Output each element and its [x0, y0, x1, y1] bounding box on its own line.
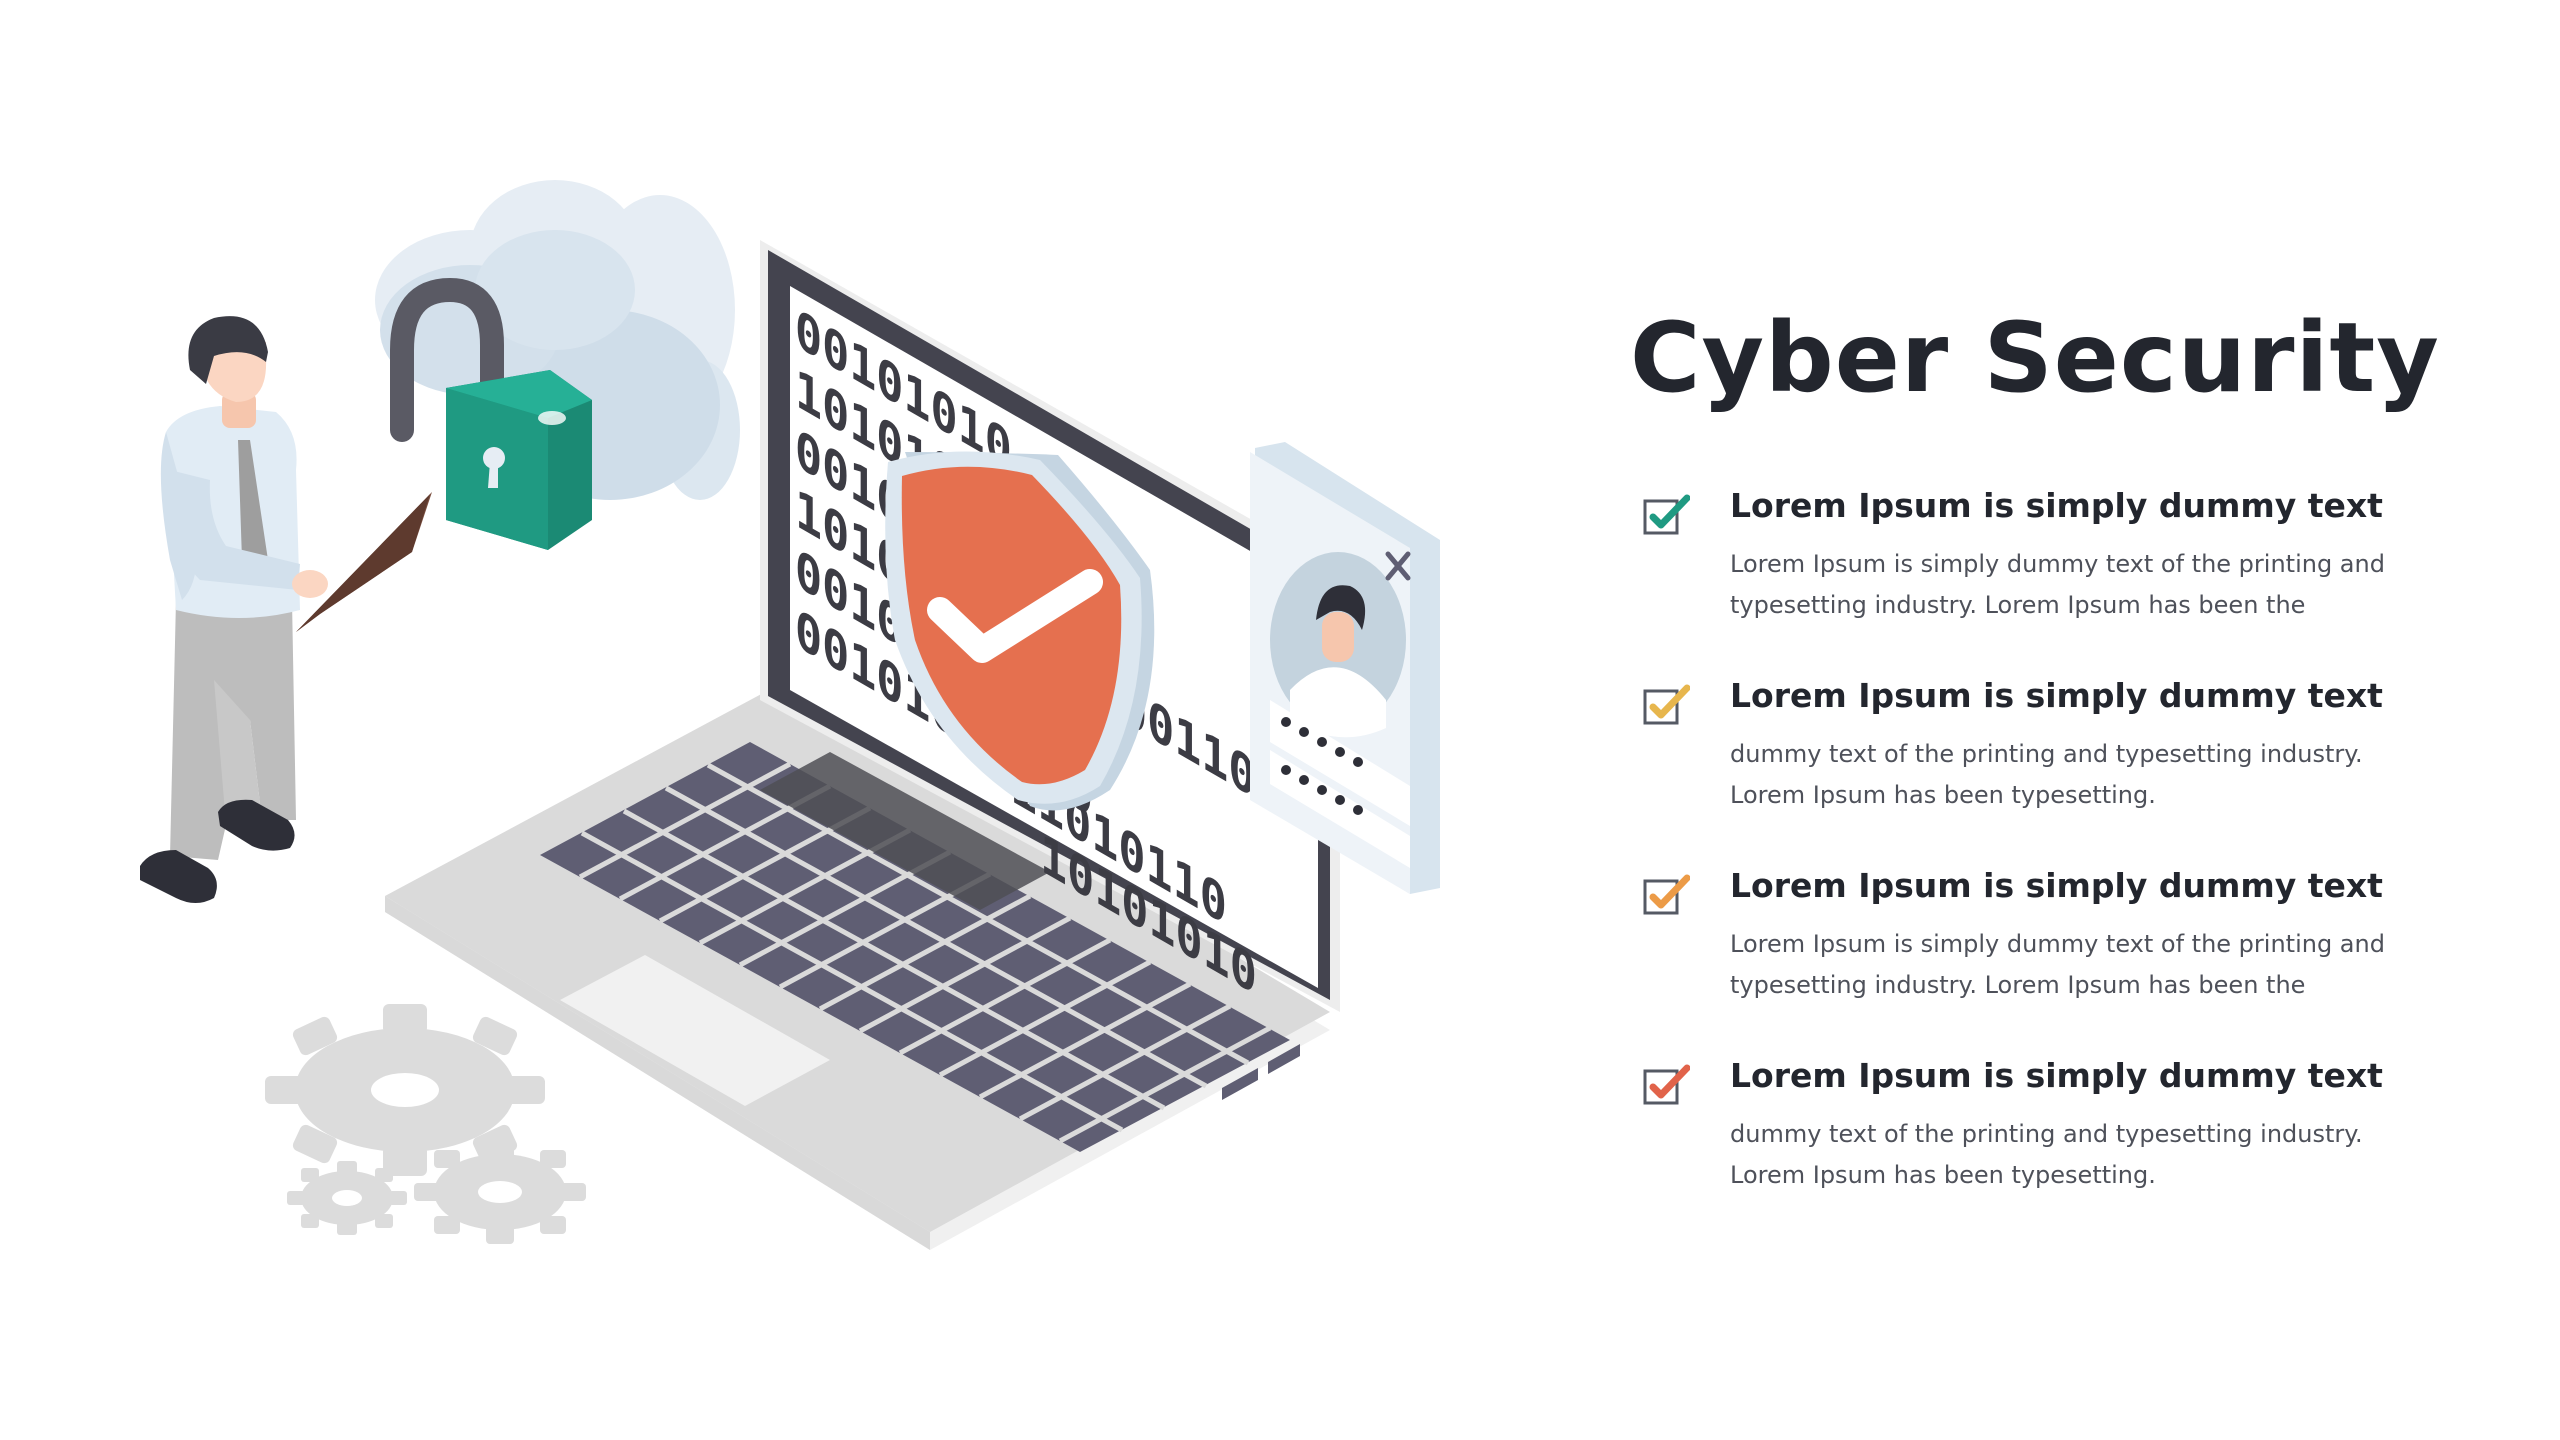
gear-icon — [287, 1161, 407, 1235]
item-description-line: Lorem Ipsum is simply dummy text of the … — [1730, 929, 2385, 958]
gear-icon — [414, 1140, 586, 1244]
item-description-line: dummy text of the printing and typesetti… — [1730, 1119, 2363, 1148]
user-profile-card — [1250, 442, 1440, 894]
list-item: Lorem Ipsum is simply dummy text dummy t… — [1630, 1056, 2490, 1246]
item-description-line: Lorem Ipsum has been typesetting. — [1730, 780, 2156, 809]
item-description: Lorem Ipsum is simply dummy text of the … — [1730, 924, 2490, 1006]
laptop-keyboard — [540, 742, 1290, 1152]
close-icon — [1385, 551, 1411, 581]
item-description-line: typesetting industry. Lorem Ipsum has be… — [1730, 590, 2306, 619]
man-figure — [140, 316, 432, 903]
page-title: Cyber Security — [1630, 302, 2440, 414]
item-description-line: Lorem Ipsum is simply dummy text of the … — [1730, 549, 2385, 578]
item-heading: Lorem Ipsum is simply dummy text — [1730, 486, 2383, 525]
item-heading: Lorem Ipsum is simply dummy text — [1730, 1056, 2383, 1095]
cyber-security-illustration: 00101010 10101010 00100100 10101100 0010… — [140, 180, 1440, 1250]
shield-check-icon — [885, 451, 1155, 811]
list-item: Lorem Ipsum is simply dummy text Lorem I… — [1630, 486, 2490, 676]
item-description: Lorem Ipsum is simply dummy text of the … — [1730, 544, 2490, 626]
item-heading: Lorem Ipsum is simply dummy text — [1730, 866, 2383, 905]
checkbox-check-icon — [1643, 684, 1690, 725]
item-description: dummy text of the printing and typesetti… — [1730, 1114, 2490, 1196]
list-item: Lorem Ipsum is simply dummy text Lorem I… — [1630, 866, 2490, 1056]
item-description-line: dummy text of the printing and typesetti… — [1730, 739, 2363, 768]
padlock-icon — [390, 277, 592, 550]
item-description-line: typesetting industry. Lorem Ipsum has be… — [1730, 970, 2306, 999]
checkbox-check-icon — [1643, 874, 1690, 915]
item-heading: Lorem Ipsum is simply dummy text — [1730, 676, 2383, 715]
checkbox-check-icon — [1643, 494, 1690, 535]
list-item: Lorem Ipsum is simply dummy text dummy t… — [1630, 676, 2490, 866]
item-description-line: Lorem Ipsum has been typesetting. — [1730, 1160, 2156, 1189]
checkbox-check-icon — [1643, 1064, 1690, 1105]
content-panel: Cyber Security Lorem Ipsum is simply dum… — [1630, 310, 2490, 1246]
item-description: dummy text of the printing and typesetti… — [1730, 734, 2490, 816]
